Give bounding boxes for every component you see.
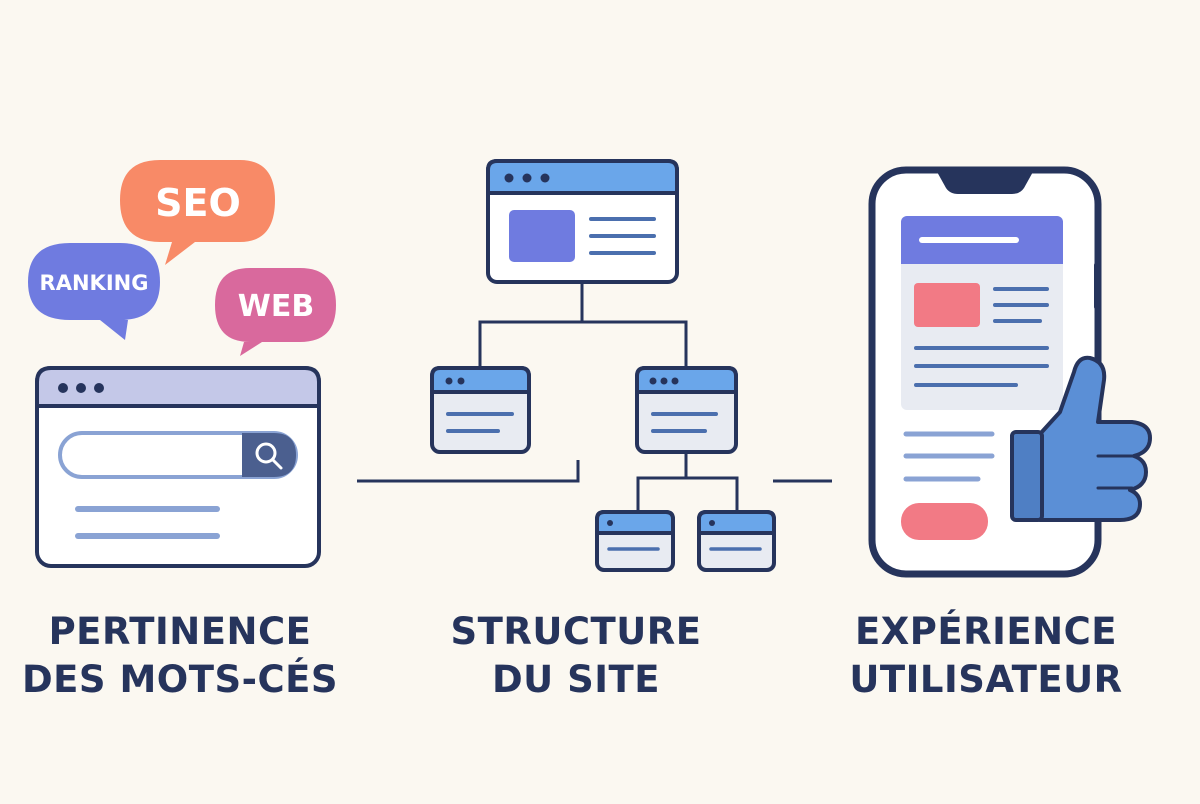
pillar-label-line: DU SITE bbox=[491, 658, 661, 701]
keyword-relevance-illustration: SEO RANKING WEB bbox=[28, 160, 336, 568]
search-button bbox=[242, 433, 296, 477]
seo-bubble-text: SEO bbox=[155, 181, 241, 225]
ranking-bubble-text: RANKING bbox=[40, 271, 149, 295]
page-node-root bbox=[486, 159, 679, 284]
pillar-label-line: STRUCTURE bbox=[450, 610, 702, 653]
page-node-level-1 bbox=[635, 366, 738, 454]
browser-window-icon bbox=[35, 366, 321, 568]
sitemap-icon bbox=[430, 159, 776, 572]
user-experience-illustration bbox=[868, 166, 1152, 578]
pillar-label-line: DES MOTS-CÉS bbox=[21, 658, 339, 701]
speech-bubble-icon: WEB bbox=[215, 268, 336, 356]
thumbs-up-icon bbox=[1010, 355, 1152, 522]
pillar-label-experience: EXPÉRIENCE UTILISATEUR bbox=[826, 608, 1146, 704]
speech-bubble-icon: SEO bbox=[120, 160, 275, 265]
pillar-label-keywords: PERTINENCE DES MOTS-CÉS bbox=[20, 608, 340, 704]
page-node-level-2 bbox=[697, 510, 776, 572]
search-icon bbox=[255, 442, 283, 470]
page-node-level-2 bbox=[595, 510, 675, 572]
pillar-label-line: UTILISATEUR bbox=[849, 658, 1123, 701]
pillar-label-line: EXPÉRIENCE bbox=[854, 610, 1118, 653]
web-bubble-text: WEB bbox=[238, 289, 314, 324]
pillar-label-line: PERTINENCE bbox=[48, 610, 312, 653]
cta-button bbox=[901, 503, 988, 540]
pillar-label-structure: STRUCTURE DU SITE bbox=[416, 608, 736, 704]
speech-bubble-icon: RANKING bbox=[28, 243, 160, 340]
connector-line bbox=[357, 460, 580, 483]
page-node-level-1 bbox=[430, 366, 531, 454]
